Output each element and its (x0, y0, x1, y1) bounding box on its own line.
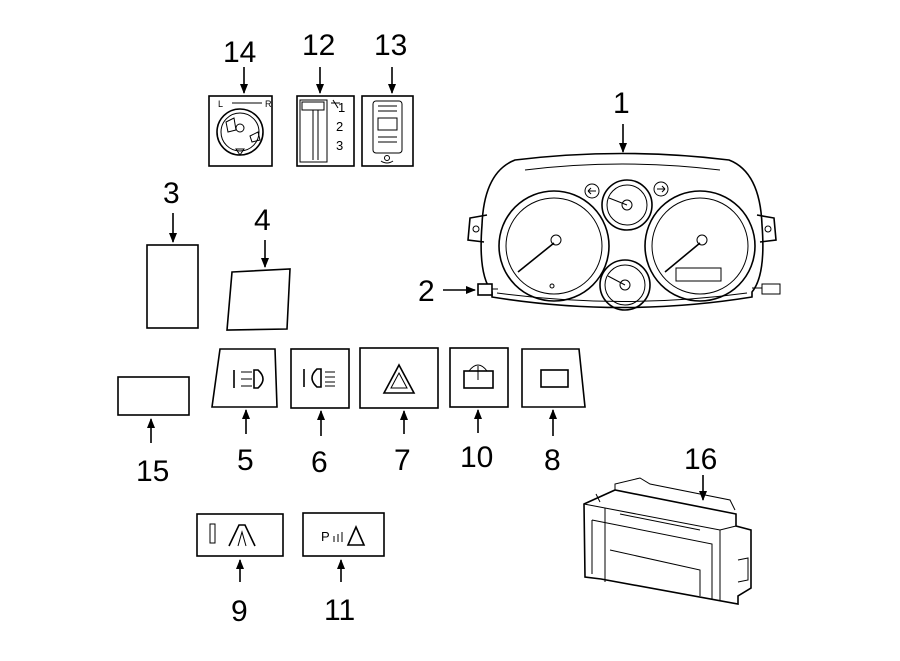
callout-9: 9 (231, 595, 248, 628)
callout-13: 13 (374, 29, 407, 62)
rear-fog-lamp-switch-part-6 (290, 348, 350, 409)
callout-15: 15 (136, 455, 169, 488)
window-switch-part-13 (361, 95, 414, 167)
callout-5: 5 (237, 444, 254, 477)
callout-16: 16 (684, 443, 717, 476)
callout-4: 4 (254, 204, 271, 237)
switch12-mark-2: 2 (336, 119, 343, 134)
trunk-release-switch-part-10 (449, 347, 509, 408)
switch14-left-mark: L (218, 99, 223, 109)
switch11-letter: P (321, 529, 330, 544)
blank-panel-part-3 (146, 244, 199, 329)
hill-descent-switch-part-9 (196, 513, 284, 557)
connector-part-2 (477, 283, 498, 296)
callout-14: 14 (223, 36, 256, 69)
switch12-mark-3: 3 (336, 138, 343, 153)
callout-3: 3 (163, 177, 180, 210)
hazard-switch-part-7 (359, 347, 439, 409)
callout-11: 11 (324, 594, 355, 627)
headlamp-switch-part-14: L R (208, 95, 273, 167)
blank-panel-part-4 (226, 268, 291, 331)
callout-7: 7 (394, 444, 411, 477)
callout-8: 8 (544, 444, 561, 477)
instrument-cluster-part-1 (467, 152, 781, 311)
switch14-right-mark: R (265, 99, 272, 109)
callout-6: 6 (311, 446, 328, 479)
callout-1: 1 (613, 87, 630, 120)
blank-switch-part-8 (521, 348, 586, 408)
callout-10: 10 (460, 441, 493, 474)
switch12-mark-1: 1 (338, 100, 345, 115)
dimmer-switch-part-12: 1 2 3 (296, 95, 355, 167)
blank-panel-part-15 (117, 376, 190, 416)
fog-lamp-switch-part-5 (211, 348, 278, 408)
callout-12: 12 (302, 29, 335, 62)
callout-2: 2 (418, 275, 435, 308)
parking-sensor-switch-part-11: P (302, 512, 385, 557)
control-module-part-16 (583, 477, 752, 605)
